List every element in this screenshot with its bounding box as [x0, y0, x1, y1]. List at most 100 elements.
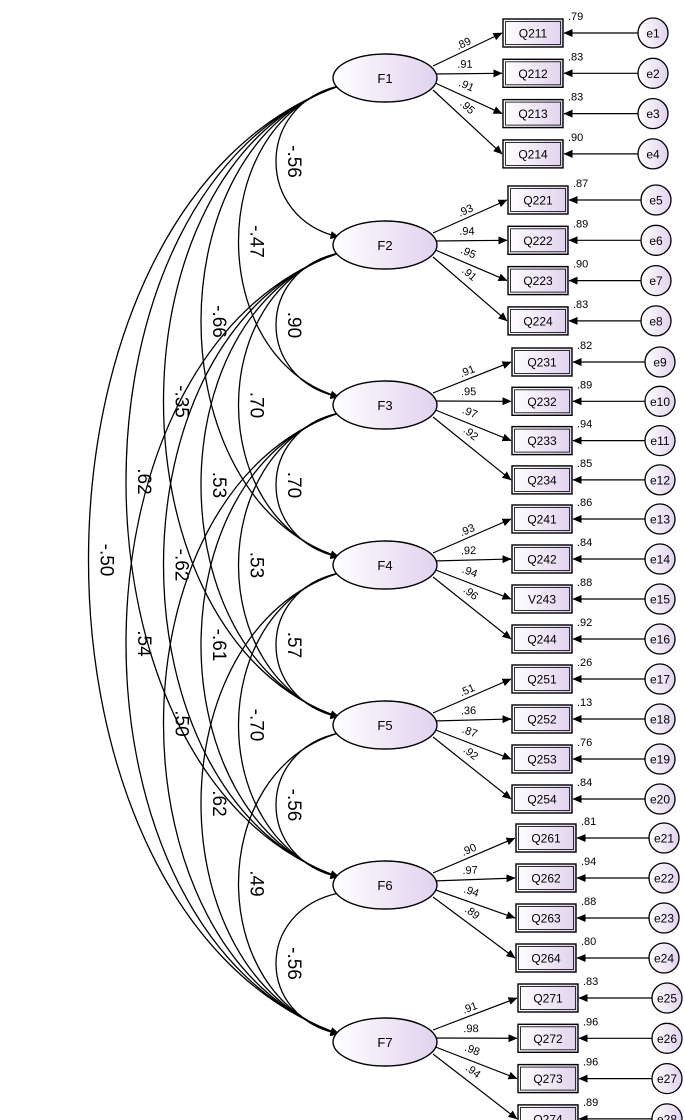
error-label: e3 [646, 107, 660, 121]
item-box-inner [514, 787, 570, 811]
correlation-F3-F5: .53 [238, 406, 349, 719]
item-r2: .82 [577, 340, 592, 352]
item-Q233: Q233.94 [511, 419, 592, 456]
item-r2: .94 [581, 856, 596, 868]
loading-arrow [432, 997, 518, 1031]
correlation-F2-F7: .54 [125, 246, 349, 1036]
loading-label: .94 [460, 564, 479, 581]
item-r2: .83 [583, 976, 598, 988]
correlation-label: -.47 [246, 225, 267, 258]
error-e9: e9 [644, 346, 676, 378]
item-r2: .83 [568, 51, 583, 63]
factor-group-F4: .93Q241.86e13.92Q242.84e14.94V243.88e15.… [332, 497, 676, 655]
loading-arrow [432, 678, 512, 714]
loading-label: .91 [457, 59, 472, 71]
factor-group-F3: .91Q231.82e9.95Q232.89e10.97Q233.94e11.9… [332, 340, 676, 496]
correlation-F1-F2: -.56 [275, 80, 349, 240]
error-circle [648, 822, 680, 854]
item-Q232: Q232.89 [511, 379, 592, 416]
item-r2: .79 [568, 11, 583, 23]
correlation-arc [125, 246, 349, 1036]
loading-label: .93 [458, 522, 477, 539]
error-e19: e19 [644, 743, 676, 775]
error-e12: e12 [644, 464, 676, 496]
error-e6: e6 [640, 224, 672, 256]
item-box [515, 903, 577, 933]
item-box [511, 465, 573, 495]
loading-arrow [432, 888, 516, 919]
correlation-label: .62 [133, 468, 154, 494]
loading-arrow [432, 1053, 518, 1120]
correlation-label: -.50 [96, 544, 117, 577]
item-r2: .90 [568, 132, 583, 144]
error-circle [644, 783, 676, 815]
error-circle [644, 346, 676, 378]
correlation-F2-F3: .90 [275, 247, 349, 400]
error-e7: e7 [640, 264, 672, 297]
item-label: Q273 [533, 1072, 563, 1086]
item-label: Q221 [523, 194, 553, 208]
item-box-inner [514, 350, 570, 374]
loading-arrow [432, 236, 508, 245]
item-r2: .89 [577, 379, 592, 391]
item-Q223: Q223.90 [507, 259, 588, 296]
error-label: e7 [649, 274, 663, 288]
error-circle [637, 17, 669, 49]
error-label: e5 [649, 194, 663, 208]
item-box [515, 863, 577, 893]
item-box-inner [520, 1026, 576, 1051]
loading-label: .94 [463, 1062, 482, 1081]
correlation-F6-F7: -.56 [275, 887, 349, 1037]
factor-group-F5: .51Q251.26e17.36Q252.13e18.87Q253.76e19.… [332, 657, 676, 815]
correlation-arc [200, 246, 349, 719]
item-label: Q224 [523, 314, 553, 328]
factor-ellipse [332, 700, 438, 750]
loading-arrow [432, 81, 503, 115]
error-label: e15 [650, 593, 670, 607]
correlation-F4-F5: .57 [275, 567, 349, 720]
correlation-F1-F7: -.50 [87, 79, 349, 1035]
factor-ellipse [332, 53, 438, 103]
item-label: Q274 [533, 1112, 563, 1120]
item-r2: .13 [577, 697, 592, 709]
loading-arrow [432, 256, 508, 322]
error-e15: e15 [644, 583, 676, 615]
correlation-label: -.56 [283, 789, 304, 822]
correlation-label: .53 [208, 472, 229, 498]
item-label: Q211 [519, 27, 548, 41]
loading-arrow [432, 837, 516, 874]
factor-F3: F3 [332, 380, 438, 430]
item-box [502, 98, 564, 129]
item-r2: .96 [583, 1057, 598, 1069]
factor-ellipse [332, 380, 438, 430]
item-Q263: Q263.88 [515, 896, 596, 933]
item-Q274: Q274.89 [517, 1097, 598, 1120]
factor-group-F1: .89Q211.79e1.91Q212.83e2.91Q213.83e3.95Q… [332, 11, 669, 170]
correlation-F3-F4: .70 [275, 407, 349, 560]
error-e4: e4 [637, 138, 669, 170]
item-r2: .76 [577, 737, 592, 749]
loading-label: .95 [459, 244, 478, 261]
item-Q273: Q273 .96 [517, 1057, 598, 1094]
item-Q221: Q221.87 [507, 178, 588, 215]
item-label: Q262 [531, 872, 561, 886]
error-circle [644, 385, 676, 417]
correlation-arc [125, 79, 349, 878]
item-box-inner [514, 587, 570, 611]
error-circle [644, 543, 676, 575]
correlation-label: -.56 [283, 947, 304, 980]
correlation-arc [238, 246, 349, 559]
item-box-inner [510, 268, 566, 293]
item-r2: .84 [577, 777, 592, 789]
factor-F2: F2 [332, 220, 438, 270]
error-circle [640, 264, 672, 297]
loading-arrow [432, 32, 503, 67]
error-e22: e22 [648, 862, 680, 894]
correlation-arc [238, 726, 349, 1036]
item-box-inner [514, 747, 570, 771]
factor-F4: F4 [332, 540, 438, 590]
correlation-arc [200, 566, 349, 1036]
item-label: Q254 [527, 793, 557, 807]
loading-label: .98 [463, 1023, 478, 1035]
